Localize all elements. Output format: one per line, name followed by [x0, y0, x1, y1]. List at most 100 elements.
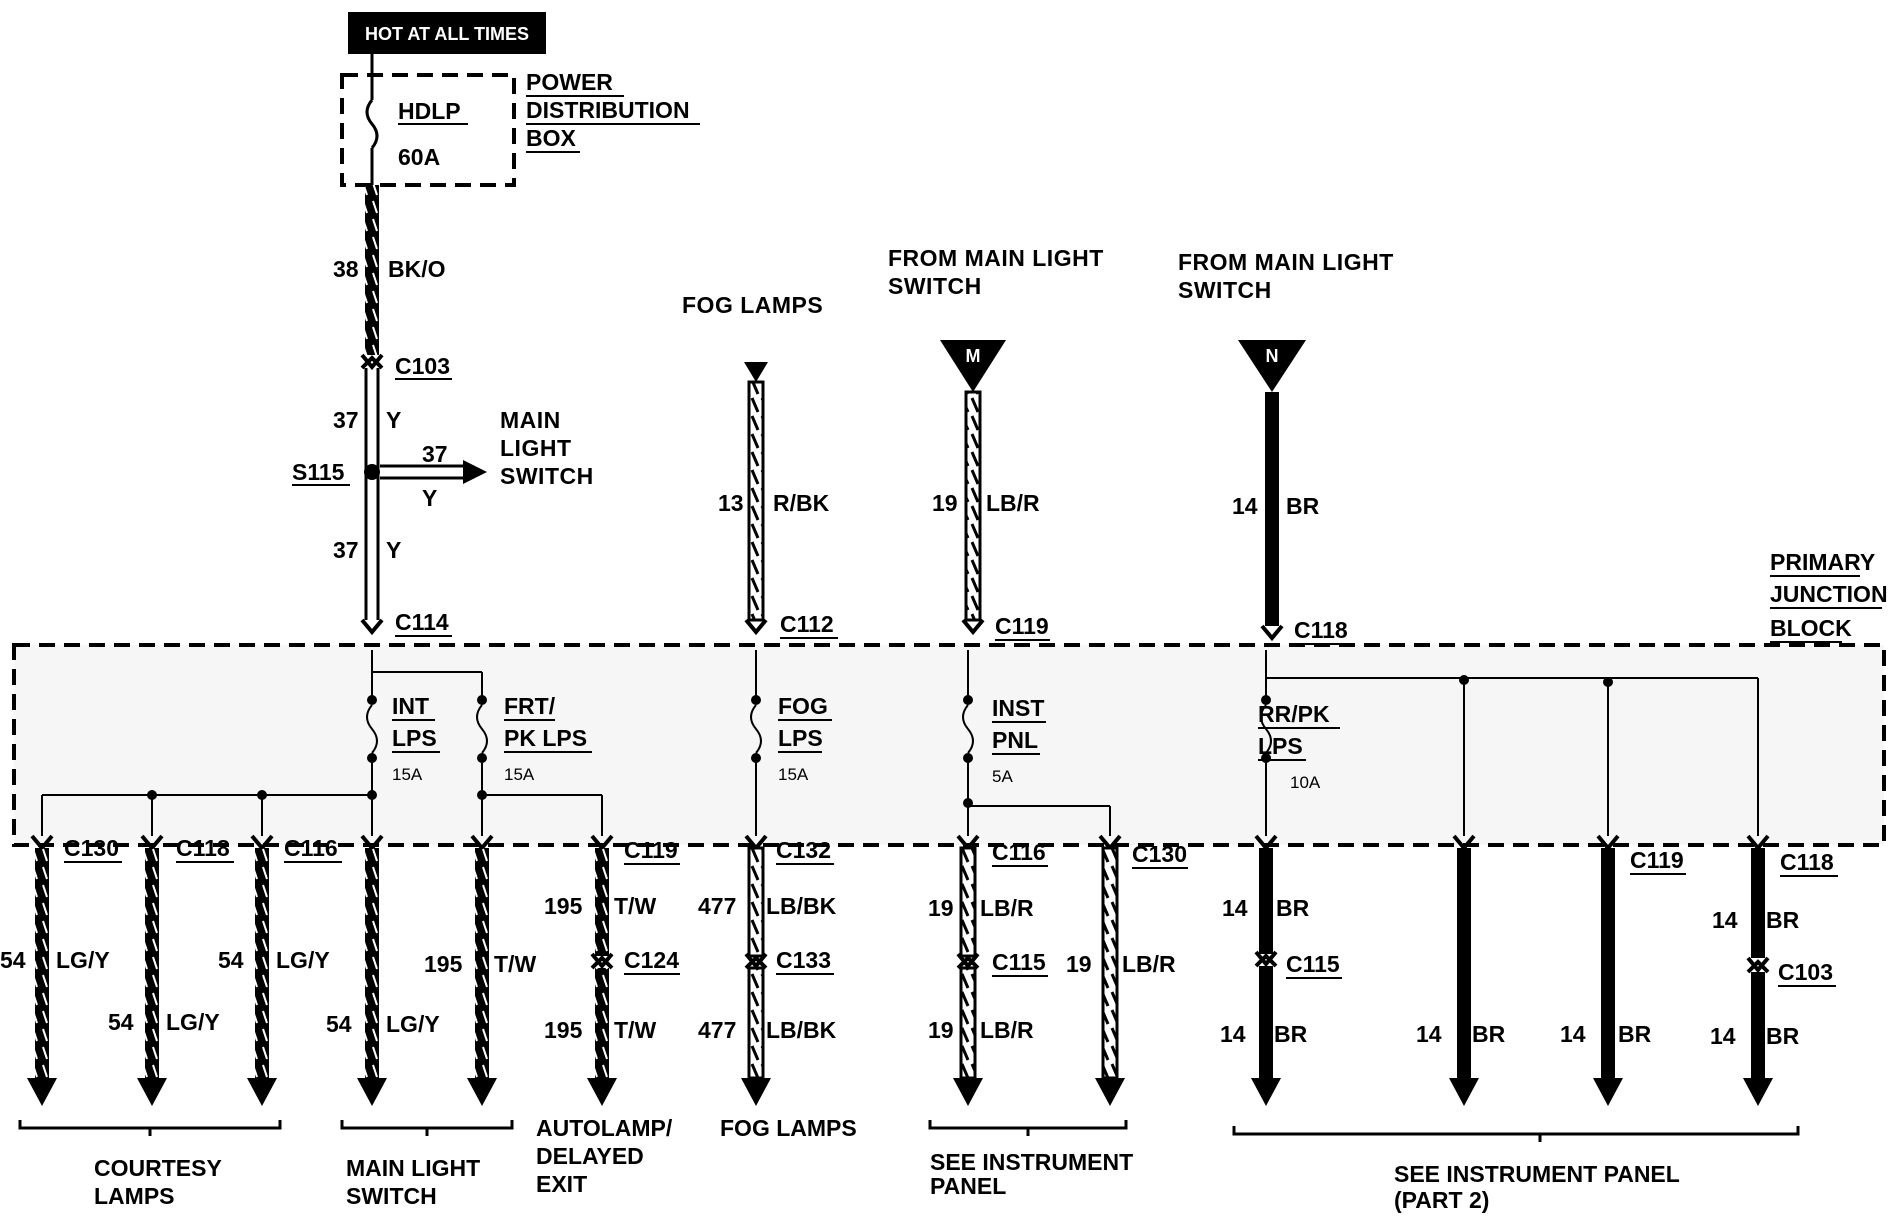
- svg-text:15A: 15A: [392, 765, 423, 784]
- svg-text:C132: C132: [776, 837, 831, 863]
- svg-text:13: 13: [718, 490, 744, 516]
- svg-text:54: 54: [218, 947, 244, 973]
- splice-s115: S115 37 Y MAIN LIGHT SWITCH: [292, 407, 593, 511]
- svg-text:14: 14: [1416, 1021, 1442, 1047]
- fuse-int-lps: INT LPS 15A: [366, 650, 440, 836]
- fuse-rr-pk-lps: RR/PK LPS 10A: [1258, 650, 1759, 836]
- wire-br-2: 14 BR: [1416, 848, 1506, 1106]
- svg-text:Y: Y: [422, 485, 437, 511]
- svg-text:FOG LAMPS: FOG LAMPS: [720, 1115, 857, 1141]
- wire-courtesy-2: 54 LG/Y: [108, 848, 220, 1106]
- fog-lamps-source: FOG LAMPS 13 R/BK C112: [682, 292, 838, 639]
- svg-text:BR: BR: [1766, 1023, 1800, 1049]
- svg-text:477: 477: [698, 1017, 736, 1043]
- svg-text:BR: BR: [1286, 493, 1320, 519]
- fuse-frt-pk-lps: FRT/ PK LPS 15A: [372, 671, 592, 836]
- svg-text:37: 37: [333, 407, 359, 433]
- svg-text:C116: C116: [284, 835, 338, 861]
- svg-text:C112: C112: [780, 611, 834, 637]
- svg-text:BR: BR: [1274, 1021, 1308, 1047]
- svg-text:PANEL: PANEL: [930, 1173, 1006, 1199]
- svg-text:477: 477: [698, 893, 736, 919]
- power-distribution-box: HDLP 60A POWER DISTRIBUTION BOX: [340, 54, 700, 187]
- wire-br-3: 14 BR: [1560, 848, 1652, 1106]
- hot-at-all-times-label: HOT AT ALL TIMES: [348, 12, 546, 54]
- svg-text:195: 195: [424, 951, 463, 977]
- wire-autolamp: C124 195 T/W 195 T/W: [544, 848, 680, 1106]
- svg-text:C115: C115: [992, 949, 1046, 975]
- svg-text:PNL: PNL: [992, 727, 1038, 753]
- wire-fog-lamps: C133 477 LB/BK 477 LB/BK: [698, 846, 837, 1106]
- svg-text:Y: Y: [386, 537, 401, 563]
- svg-text:Y: Y: [386, 407, 401, 433]
- svg-text:BR: BR: [1618, 1021, 1652, 1047]
- svg-text:COURTESY: COURTESY: [94, 1155, 222, 1181]
- svg-text:C114: C114: [395, 609, 449, 635]
- svg-text:LB/R: LB/R: [986, 490, 1040, 516]
- svg-text:15A: 15A: [504, 765, 535, 784]
- svg-text:15A: 15A: [778, 765, 809, 784]
- svg-text:19: 19: [928, 895, 954, 921]
- dest-main-light-switch: MAIN LIGHT SWITCH: [340, 1120, 514, 1209]
- svg-text:SEE INSTRUMENT: SEE INSTRUMENT: [930, 1149, 1133, 1175]
- svg-text:C118: C118: [176, 835, 230, 861]
- wire-courtesy-3: 54 LG/Y: [218, 848, 330, 1106]
- wire-37-y: 37 Y 37 Y: [333, 368, 401, 620]
- power-box-title-1: POWER: [526, 69, 613, 95]
- svg-text:LPS: LPS: [392, 725, 437, 751]
- svg-text:T/W: T/W: [614, 893, 656, 919]
- dest-see-instrument-panel-part2: SEE INSTRUMENT PANEL (PART 2): [1232, 1126, 1800, 1213]
- splice-dest-1: MAIN: [500, 407, 561, 433]
- svg-text:INST: INST: [992, 695, 1044, 721]
- svg-text:PRIMARY: PRIMARY: [1770, 549, 1875, 575]
- fuse-fog-lps: FOG LPS 15A: [750, 650, 832, 836]
- svg-text:5A: 5A: [992, 767, 1013, 786]
- wire-inst-panel-1: C115 19 LB/R 19 LB/R: [928, 846, 1048, 1106]
- svg-text:LG/Y: LG/Y: [386, 1011, 440, 1037]
- svg-text:LB/R: LB/R: [980, 895, 1034, 921]
- svg-text:RR/PK: RR/PK: [1258, 701, 1330, 727]
- wire-br-4: C103 14 BR 14 BR: [1710, 848, 1836, 1106]
- marker-n: N: [1266, 346, 1279, 366]
- dest-see-instrument-panel: SEE INSTRUMENT PANEL: [928, 1120, 1133, 1199]
- svg-text:54: 54: [108, 1009, 134, 1035]
- svg-text:14: 14: [1222, 895, 1248, 921]
- svg-text:19: 19: [1066, 951, 1092, 977]
- power-box-title-3: BOX: [526, 125, 577, 151]
- svg-text:MAIN LIGHT: MAIN LIGHT: [346, 1155, 480, 1181]
- svg-text:LG/Y: LG/Y: [166, 1009, 220, 1035]
- svg-text:14: 14: [1712, 907, 1738, 933]
- svg-text:BR: BR: [1472, 1021, 1506, 1047]
- svg-text:LB/BK: LB/BK: [766, 893, 837, 919]
- svg-text:C118: C118: [1294, 617, 1348, 643]
- svg-text:C103: C103: [1778, 959, 1833, 985]
- svg-text:BR: BR: [1276, 895, 1310, 921]
- svg-text:19: 19: [928, 1017, 954, 1043]
- primary-junction-block: PRIMARY JUNCTION BLOCK: [12, 549, 1888, 847]
- svg-text:PK LPS: PK LPS: [504, 725, 587, 751]
- svg-text:FOG: FOG: [778, 693, 828, 719]
- svg-text:37: 37: [333, 537, 359, 563]
- svg-text:(PART 2): (PART 2): [1394, 1187, 1489, 1213]
- splice-dest-2: LIGHT: [500, 435, 572, 461]
- svg-text:LPS: LPS: [1258, 733, 1303, 759]
- svg-text:37: 37: [422, 441, 448, 467]
- svg-text:C119: C119: [624, 837, 678, 863]
- svg-text:C130: C130: [64, 835, 119, 861]
- bottom-connector-labels: C130 C118 C116 C119 C132 C116 C130 C119 …: [64, 835, 1838, 877]
- svg-text:C119: C119: [1630, 847, 1684, 873]
- fuse-hdlp-rating: 60A: [398, 144, 440, 170]
- connector-c114: C114: [360, 609, 452, 637]
- svg-text:C103: C103: [395, 353, 450, 379]
- svg-text:T/W: T/W: [614, 1017, 656, 1043]
- svg-text:FOG LAMPS: FOG LAMPS: [682, 292, 823, 318]
- from-main-light-switch-n: FROM MAIN LIGHT SWITCH N 14 BR C118: [1178, 249, 1393, 645]
- power-box-title-2: DISTRIBUTION: [526, 97, 690, 123]
- dest-autolamp: AUTOLAMP/ DELAYED EXIT: [536, 1115, 673, 1197]
- svg-text:BK/O: BK/O: [388, 256, 446, 282]
- svg-text:14: 14: [1710, 1023, 1736, 1049]
- svg-text:C118: C118: [1780, 849, 1834, 875]
- from-main-light-switch-m: FROM MAIN LIGHT SWITCH M 19 LB/R C119: [888, 245, 1104, 641]
- svg-text:FROM MAIN LIGHT: FROM MAIN LIGHT: [888, 245, 1104, 271]
